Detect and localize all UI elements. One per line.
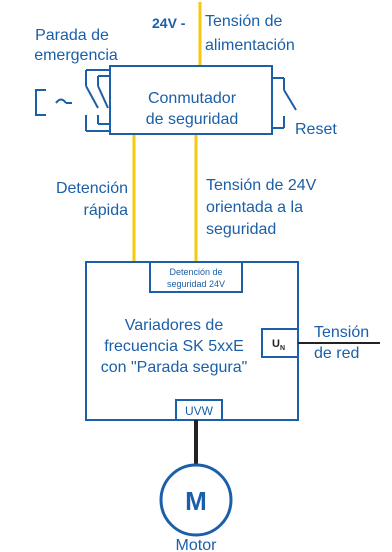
emergency-stop-label-2: emergencia	[34, 47, 118, 64]
uvw-label: UVW	[185, 404, 214, 418]
uvw-box	[175, 399, 223, 421]
drive-label-2: frecuencia SK 5xxE	[104, 338, 244, 355]
supply-label-1: Tensión de	[205, 13, 282, 30]
un-box	[261, 328, 299, 358]
safety-voltage-label-1: Tensión de 24V	[206, 177, 317, 194]
drive-label-1: Variadores de	[125, 317, 224, 334]
mains-label-2: de red	[314, 345, 359, 362]
voltage-label: 24V -	[152, 15, 186, 31]
motor-circle	[159, 463, 233, 537]
reset-label: Reset	[295, 121, 337, 138]
safety-voltage-label-3: seguridad	[206, 221, 276, 238]
safety-switch-label-2: de seguridad	[146, 111, 239, 128]
mains-label-1: Tensión	[314, 324, 369, 341]
safety-input-label-1: Detención de	[169, 267, 222, 277]
safety-input-label-2: seguridad 24V	[167, 279, 225, 289]
emergency-stop-switch	[35, 69, 110, 132]
reset-switch	[272, 77, 297, 129]
motor-symbol: M	[185, 486, 207, 516]
drive-label-3: con "Parada segura"	[101, 359, 248, 376]
safety-switch-label-1: Conmutador	[148, 90, 237, 107]
supply-label-2: alimentación	[205, 37, 295, 54]
un-label: UN	[272, 338, 285, 352]
emergency-stop-label-1: Parada de	[35, 27, 109, 44]
safety-voltage-label-2: orientada a la	[206, 199, 303, 216]
safety-switch-box	[109, 65, 273, 135]
safety-input-box	[149, 261, 243, 293]
quick-stop-label-2: rápida	[84, 202, 129, 219]
quick-stop-label-1: Detención	[56, 180, 128, 197]
motor-label: Motor	[176, 537, 218, 552]
